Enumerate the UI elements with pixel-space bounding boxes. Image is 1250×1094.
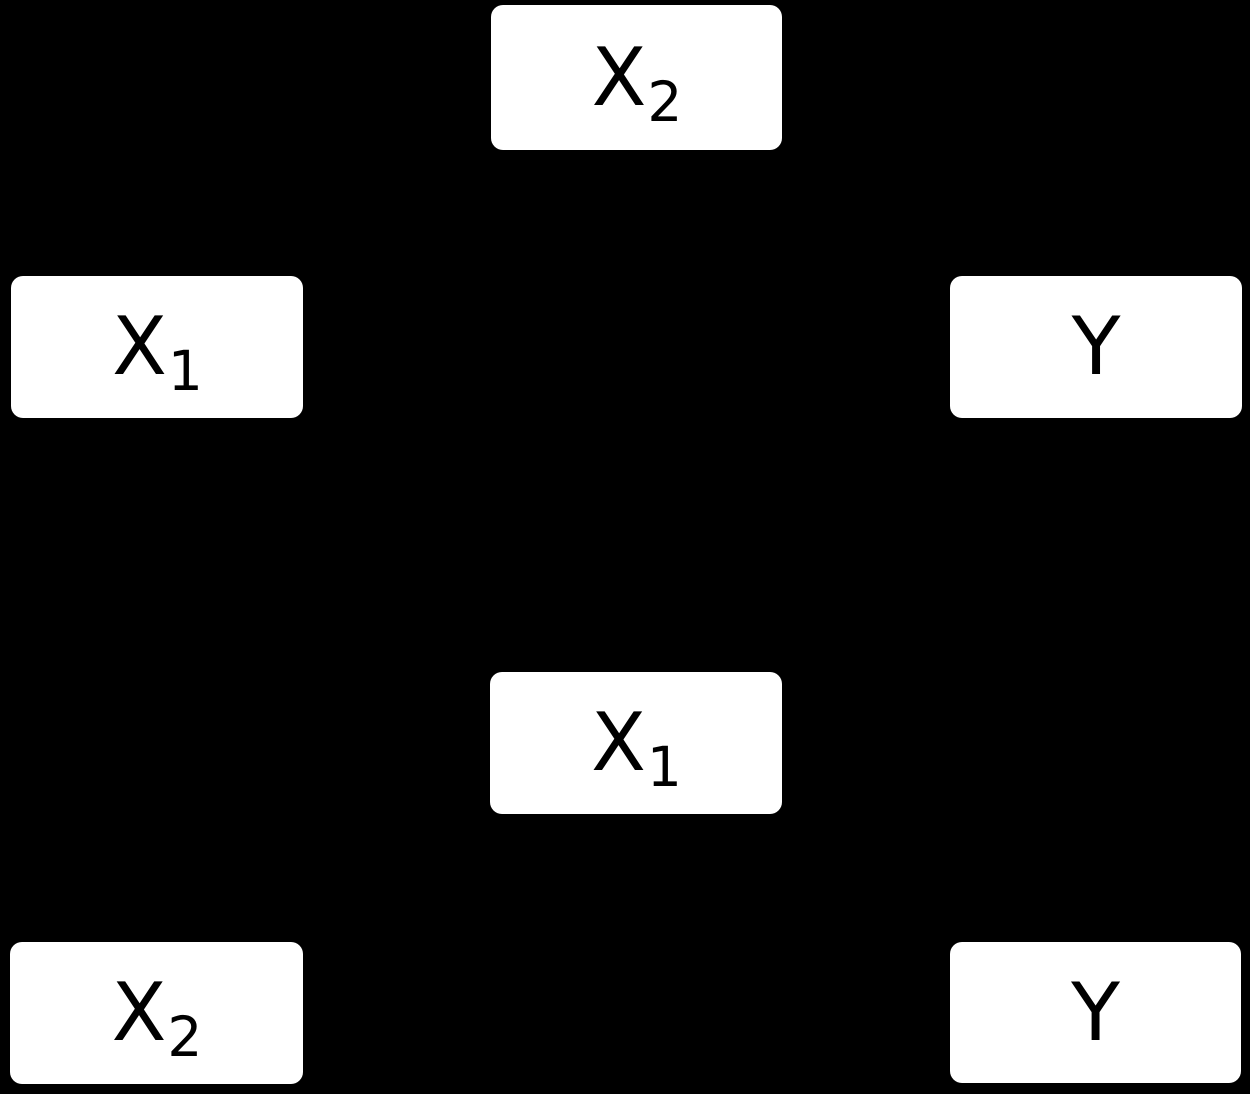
- node-top-x1-subscript: 1: [167, 339, 203, 403]
- node-bottom-y-label: Y: [1071, 965, 1120, 1059]
- node-top-x2-subscript: 2: [647, 69, 683, 134]
- node-top-x2-base: X: [591, 30, 647, 124]
- node-bottom-y[interactable]: Y: [950, 942, 1241, 1083]
- node-top-y-label: Y: [1072, 307, 1121, 387]
- edge-bot-x1-to-y: [779, 778, 953, 977]
- node-bottom-x2-subscript: 2: [167, 1005, 203, 1069]
- node-top-y-base: Y: [1071, 300, 1121, 393]
- node-top-x1-base: X: [112, 300, 167, 393]
- edge-top-x1-to-x2: [300, 88, 494, 322]
- node-bottom-x1-base: X: [591, 696, 646, 789]
- node-bottom-x1-subscript: 1: [646, 735, 682, 799]
- node-top-y[interactable]: Y: [950, 276, 1242, 418]
- node-bottom-x2-base: X: [111, 966, 167, 1059]
- edge-top-x2-to-y: [779, 88, 953, 322]
- node-bottom-y-base: Y: [1071, 965, 1120, 1059]
- edge-bot-x1-to-x2: [300, 777, 493, 978]
